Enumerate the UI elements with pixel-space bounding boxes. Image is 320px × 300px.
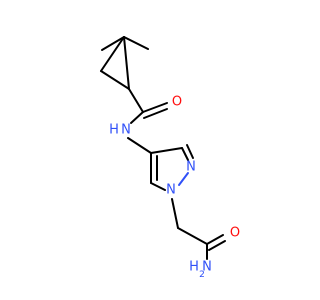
bond-pyrazole-c4-c3 xyxy=(150,147,183,154)
atom-nh2-hydrogen: H xyxy=(189,260,199,275)
bond-n1-to-ch2 xyxy=(171,198,179,229)
atom-amide-nitrogen-h: H xyxy=(109,123,119,138)
atom-pyrazole-n2: N xyxy=(186,160,196,175)
bond-pyrazole-c3-n2 xyxy=(181,144,194,161)
bond-cyclopropane-3 xyxy=(123,36,130,90)
atom-amide-oxygen: O xyxy=(172,95,182,110)
atom-nh2-subscript: 2 xyxy=(199,270,205,280)
bond-pyrazole-c4-c5 xyxy=(150,152,158,184)
bond-pyrazole-n1-c5 xyxy=(150,182,166,191)
bond-carbonyl-to-n xyxy=(130,111,144,124)
bond-methyl-2-c xyxy=(123,36,149,50)
atom-pyrazole-n1: N xyxy=(166,183,176,198)
atom-amide-nitrogen: N xyxy=(121,123,131,138)
bond-carbonyl-double xyxy=(142,102,168,119)
bond-n-to-pyrazole xyxy=(127,137,152,154)
atom-terminal-oxygen: O xyxy=(230,226,240,241)
bond-cyclopropane-1 xyxy=(100,36,125,72)
bond-ring-to-carbonyl xyxy=(128,88,144,113)
bond-cyclopropane-2 xyxy=(100,70,130,90)
bond-terminal-carbonyl-double xyxy=(206,234,226,251)
bond-ch2-to-carbonyl xyxy=(177,227,208,245)
bond-methyl-1-c xyxy=(101,36,125,51)
bond-pyrazole-n2-n1 xyxy=(178,172,189,186)
molecule-structure: O N H N N O H N 2 xyxy=(100,36,240,280)
atom-nh2-nitrogen: N xyxy=(202,260,212,275)
